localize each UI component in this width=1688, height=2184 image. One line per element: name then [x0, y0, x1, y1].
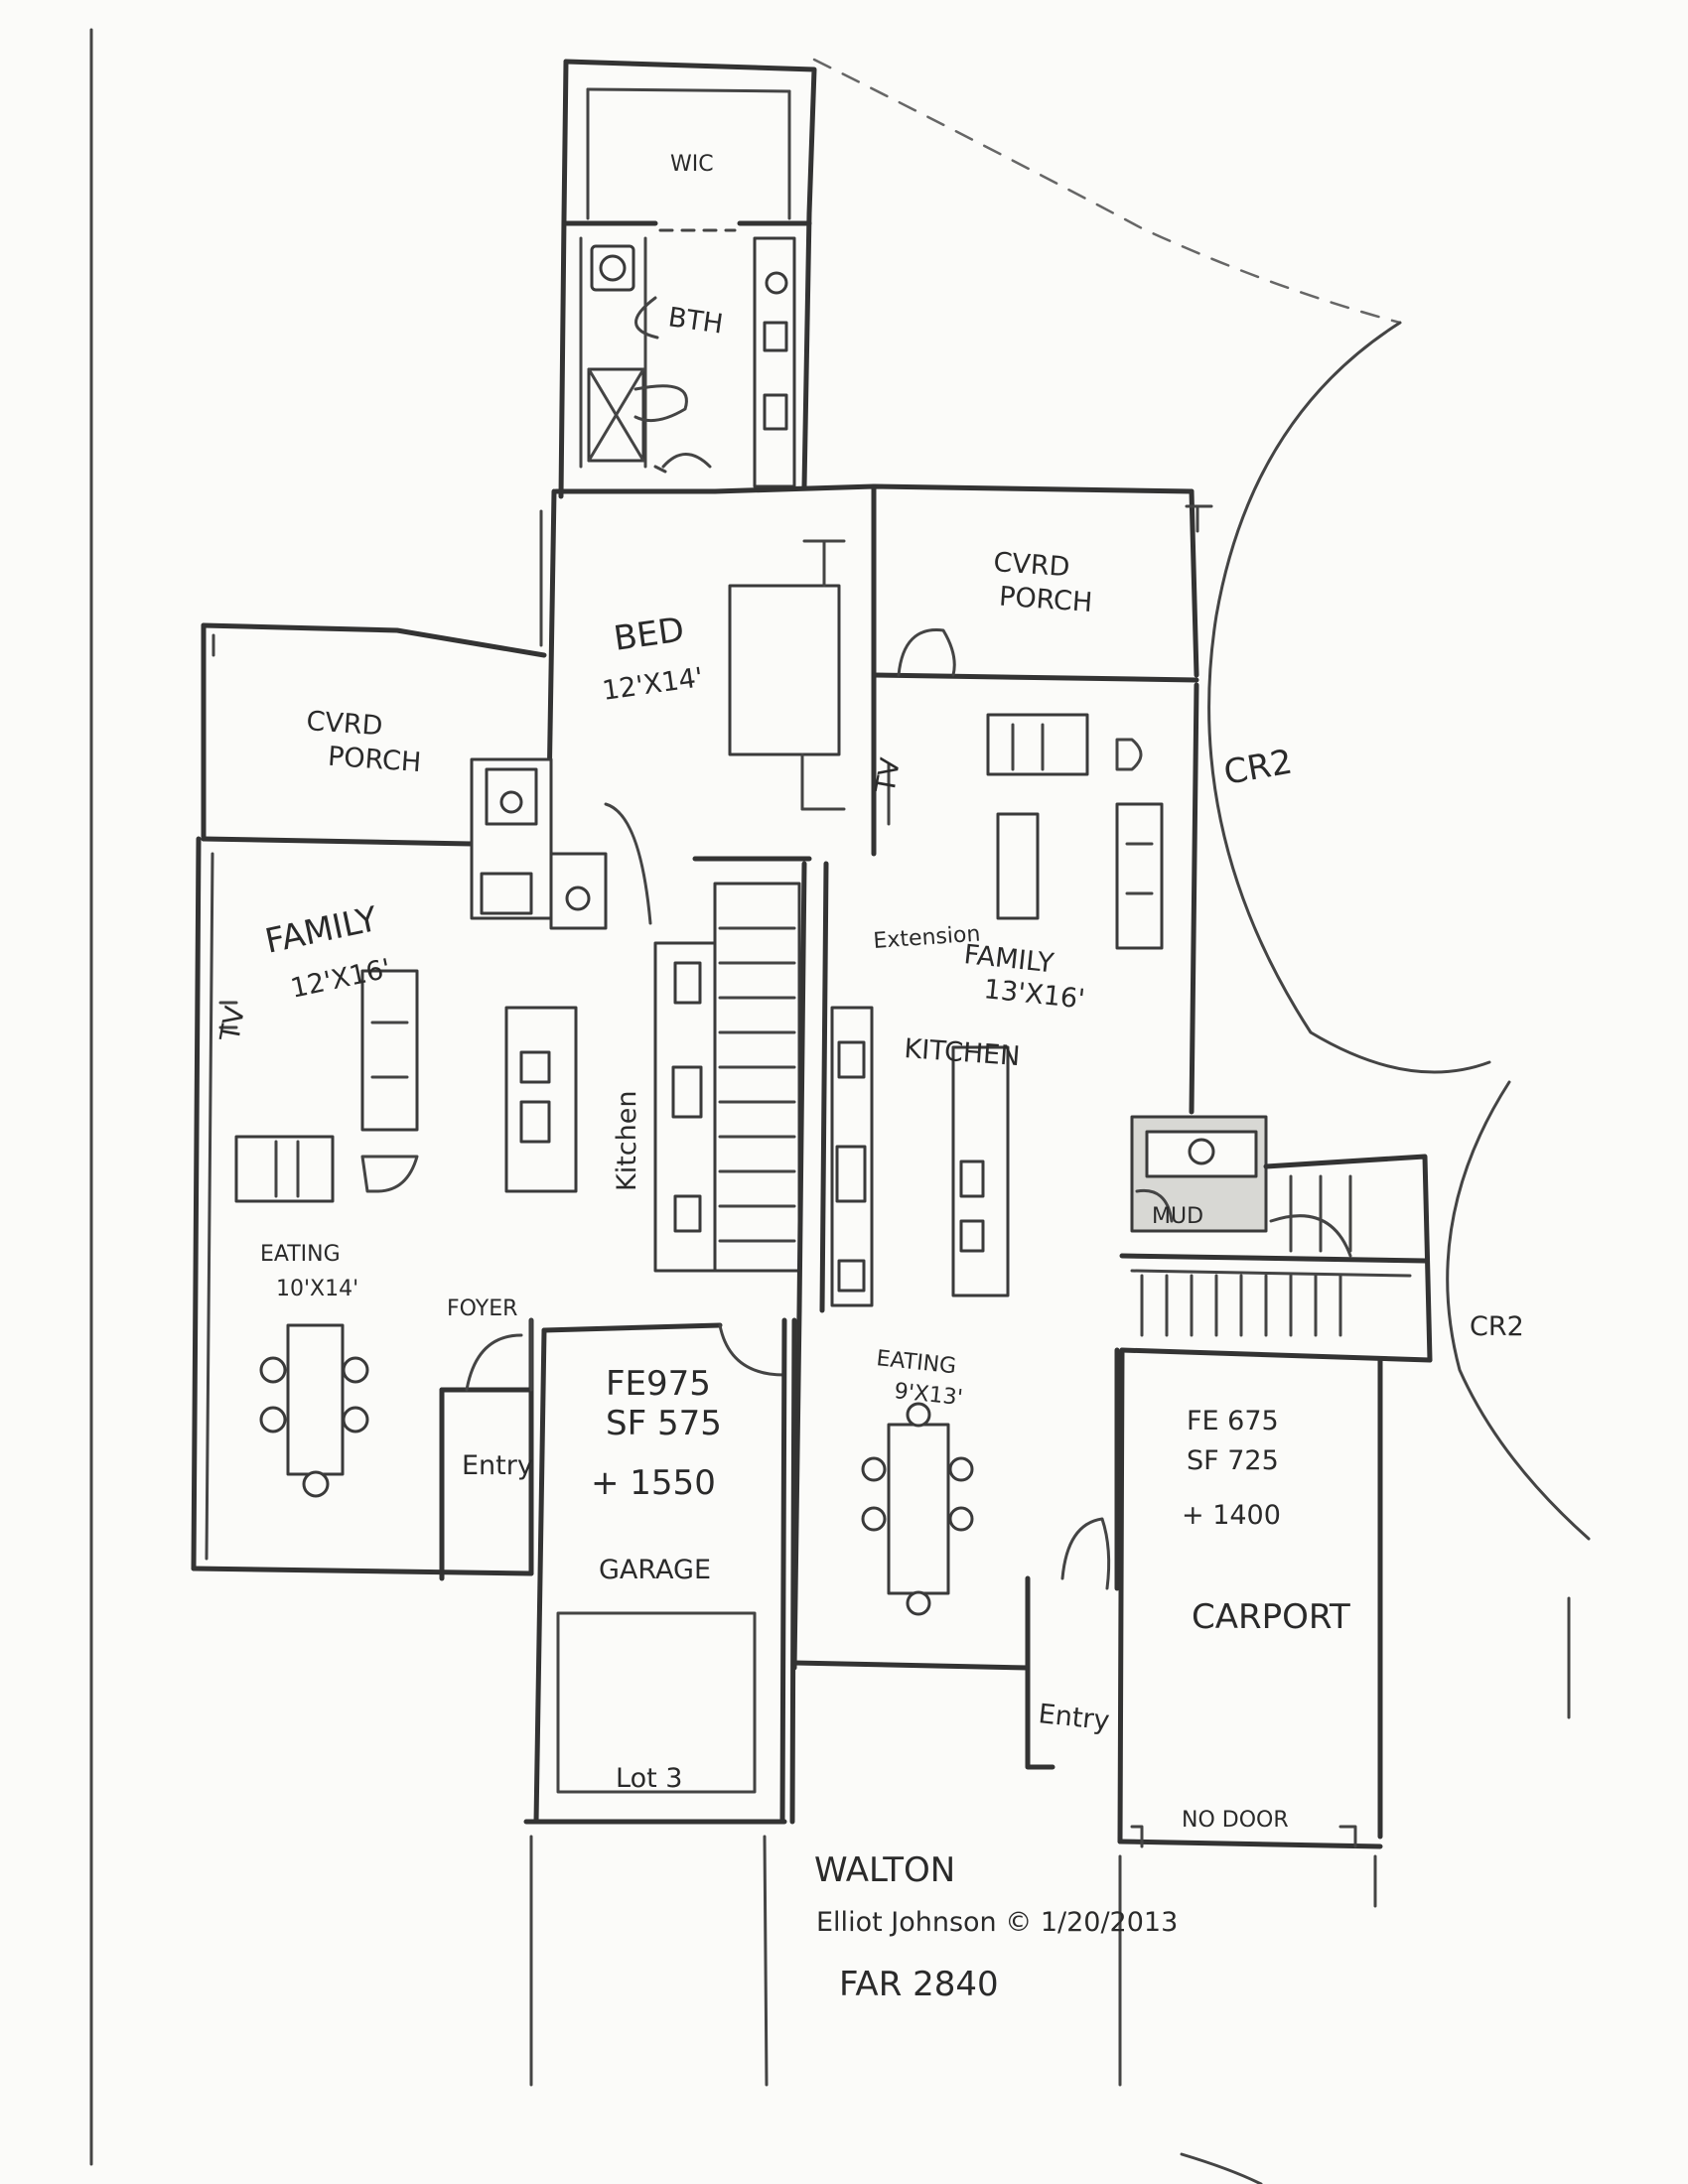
- bath-label: BTH: [666, 302, 725, 340]
- right-unit: Extension FAMILY 13'X16' TV KITCHEN MUD …: [791, 488, 1433, 1844]
- kitchen-left-label: Kitchen: [612, 1091, 642, 1191]
- porch-right-label: CVRD PORCH: [990, 547, 1095, 618]
- entry-left-label: Entry: [462, 1450, 533, 1481]
- wic-label: WIC: [670, 152, 714, 177]
- title-line3: FAR 2840: [839, 1965, 999, 2004]
- title-line2: Elliot Johnson © 1/20/2013: [816, 1907, 1178, 1938]
- porch-left-line1: CVRD: [306, 706, 384, 742]
- garage-label: GARAGE: [599, 1555, 711, 1585]
- carport-fe-label: FE 675: [1187, 1406, 1279, 1436]
- garage-sf-label: SF 575: [606, 1404, 722, 1443]
- foyer-label: FOYER: [447, 1297, 517, 1321]
- garage-fe-label: FE975: [606, 1364, 711, 1404]
- scan-fold-mark: [1180, 2152, 1263, 2184]
- rear-stair-treads: [1140, 1274, 1342, 1337]
- property-line-right-lower: [1446, 1080, 1591, 1541]
- kitchen-right-label: KITCHEN: [904, 1033, 1022, 1072]
- stair-treads: [718, 926, 796, 1243]
- title-line1: WALTON: [814, 1850, 955, 1890]
- carport-sf-label: SF 725: [1187, 1445, 1279, 1476]
- porch-left-line2: PORCH: [327, 742, 422, 778]
- eating-left-dim-label: 10'X14': [276, 1277, 358, 1301]
- tv-right-label: TV: [870, 755, 907, 796]
- title-block: WALTON Elliot Johnson © 1/20/2013 FAR 28…: [814, 1850, 1178, 2004]
- porch-right-line2: PORCH: [998, 582, 1093, 618]
- carport: FE 675 SF 725 + 1400 CARPORT NO DOOR: [1117, 1357, 1383, 2087]
- left-unit: CVRD PORCH FAMILY 12'X16' TV EATING 10'X…: [191, 622, 652, 1581]
- mud-label: MUD: [1152, 1204, 1203, 1229]
- eating-right-label: EATING: [875, 1346, 957, 1379]
- porch-right-line1: CVRD: [993, 547, 1071, 583]
- stair-core: Kitchen: [612, 856, 829, 1313]
- garage: FE975 SF 575 + 1550 GARAGE Lot 3: [523, 1317, 797, 2087]
- wic-bath-wing: WIC BTH: [558, 59, 817, 499]
- property-line-top: [812, 58, 1402, 325]
- entry-right-label: Entry: [1037, 1699, 1111, 1736]
- bedroom: BED 12'X14': [539, 483, 1195, 857]
- eating-right-dim-label: 9'X13': [893, 1379, 963, 1411]
- family-right-dim-label: 13'X16': [982, 974, 1086, 1015]
- carport-total-label: + 1400: [1182, 1500, 1281, 1531]
- family-left-label: FAMILY: [262, 899, 381, 962]
- lot-label: Lot 3: [616, 1763, 682, 1794]
- cr2-upper-label: CR2: [1221, 742, 1296, 792]
- cr2-lower-label: CR2: [1470, 1311, 1524, 1342]
- bed-dim-label: 12'X14': [601, 662, 705, 707]
- carport-label: CARPORT: [1192, 1597, 1350, 1637]
- no-door-label: NO DOOR: [1182, 1808, 1289, 1833]
- porch-left-label: CVRD PORCH: [303, 706, 424, 778]
- garage-total-label: + 1550: [591, 1463, 716, 1503]
- bed-label: BED: [612, 610, 687, 658]
- eating-left-label: EATING: [260, 1242, 341, 1267]
- family-right-label: FAMILY: [962, 939, 1055, 979]
- tv-left-label: TV: [214, 1004, 251, 1044]
- property-line-right-upper: [1207, 321, 1491, 1074]
